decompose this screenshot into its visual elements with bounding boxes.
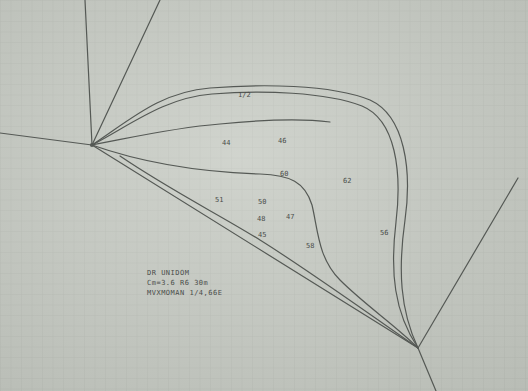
measurement-number: 56	[380, 230, 388, 237]
measurement-number: 1/2	[238, 92, 251, 99]
measurement-number: 62	[343, 178, 351, 185]
measurement-number: 60	[280, 171, 288, 178]
measurement-number: 51	[215, 197, 223, 204]
handwritten-note: MVXMOMAN 1/4,66E	[147, 290, 222, 297]
measurement-number: 44	[222, 140, 230, 147]
measurement-number: 47	[286, 214, 294, 221]
measurement-number: 46	[278, 138, 286, 145]
measurement-number: 50	[258, 199, 266, 206]
measurement-number: 45	[258, 232, 266, 239]
handwritten-note: Cm=3.6 R6 30m	[147, 280, 208, 287]
measurement-number: 48	[257, 216, 265, 223]
handwritten-note: DR UNIDOM	[147, 270, 189, 277]
measurement-number: 58	[306, 243, 314, 250]
